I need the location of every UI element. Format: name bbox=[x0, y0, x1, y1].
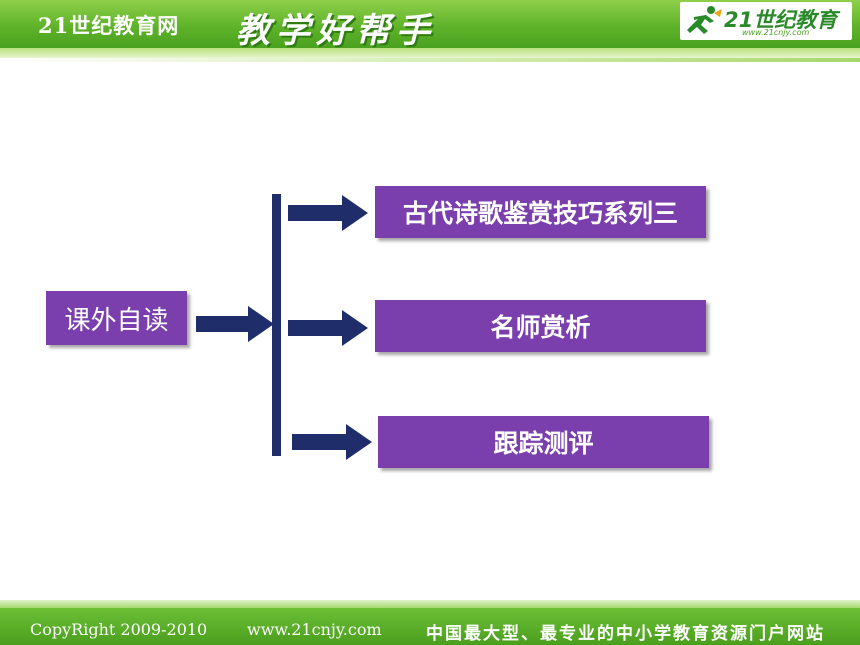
footer-slogan: 中国最大型、最专业的中小学教育资源门户网站 bbox=[426, 624, 825, 644]
item-box-1[interactable]: 古代诗歌鉴赏技巧系列三 bbox=[375, 186, 706, 238]
branch-arrow-icon-1 bbox=[288, 195, 368, 231]
header-bar: 21世纪教育网 教学好帮手 21世纪教育 www.21cnjy.com bbox=[0, 0, 860, 51]
header-stripe bbox=[0, 48, 860, 58]
branch-arrow-icon-3 bbox=[292, 424, 372, 460]
logo-text: 21世纪教育 bbox=[724, 8, 838, 32]
header-slogan: 教学好帮手 bbox=[236, 11, 436, 51]
site-name: 21世纪教育网 bbox=[38, 13, 180, 38]
footer-url[interactable]: www.21cnjy.com bbox=[247, 620, 382, 639]
source-box: 课外自读 bbox=[46, 291, 187, 345]
runner-icon bbox=[687, 6, 722, 34]
branch-arrow-icon-2 bbox=[288, 310, 368, 346]
copyright-text: CopyRight 2009-2010 bbox=[30, 620, 208, 639]
header-stripe-light bbox=[0, 58, 860, 62]
item-box-2[interactable]: 名师赏析 bbox=[375, 300, 706, 352]
source-arrow-icon bbox=[196, 306, 274, 342]
site-logo[interactable]: 21世纪教育 www.21cnjy.com bbox=[680, 2, 852, 40]
branch-bar bbox=[272, 194, 281, 456]
footer-bar: CopyRight 2009-2010 www.21cnjy.com 中国最大型… bbox=[0, 608, 860, 645]
item-box-3[interactable]: 跟踪测评 bbox=[378, 416, 709, 468]
footer-stripe bbox=[0, 600, 860, 608]
logo-url: www.21cnjy.com bbox=[742, 28, 810, 37]
